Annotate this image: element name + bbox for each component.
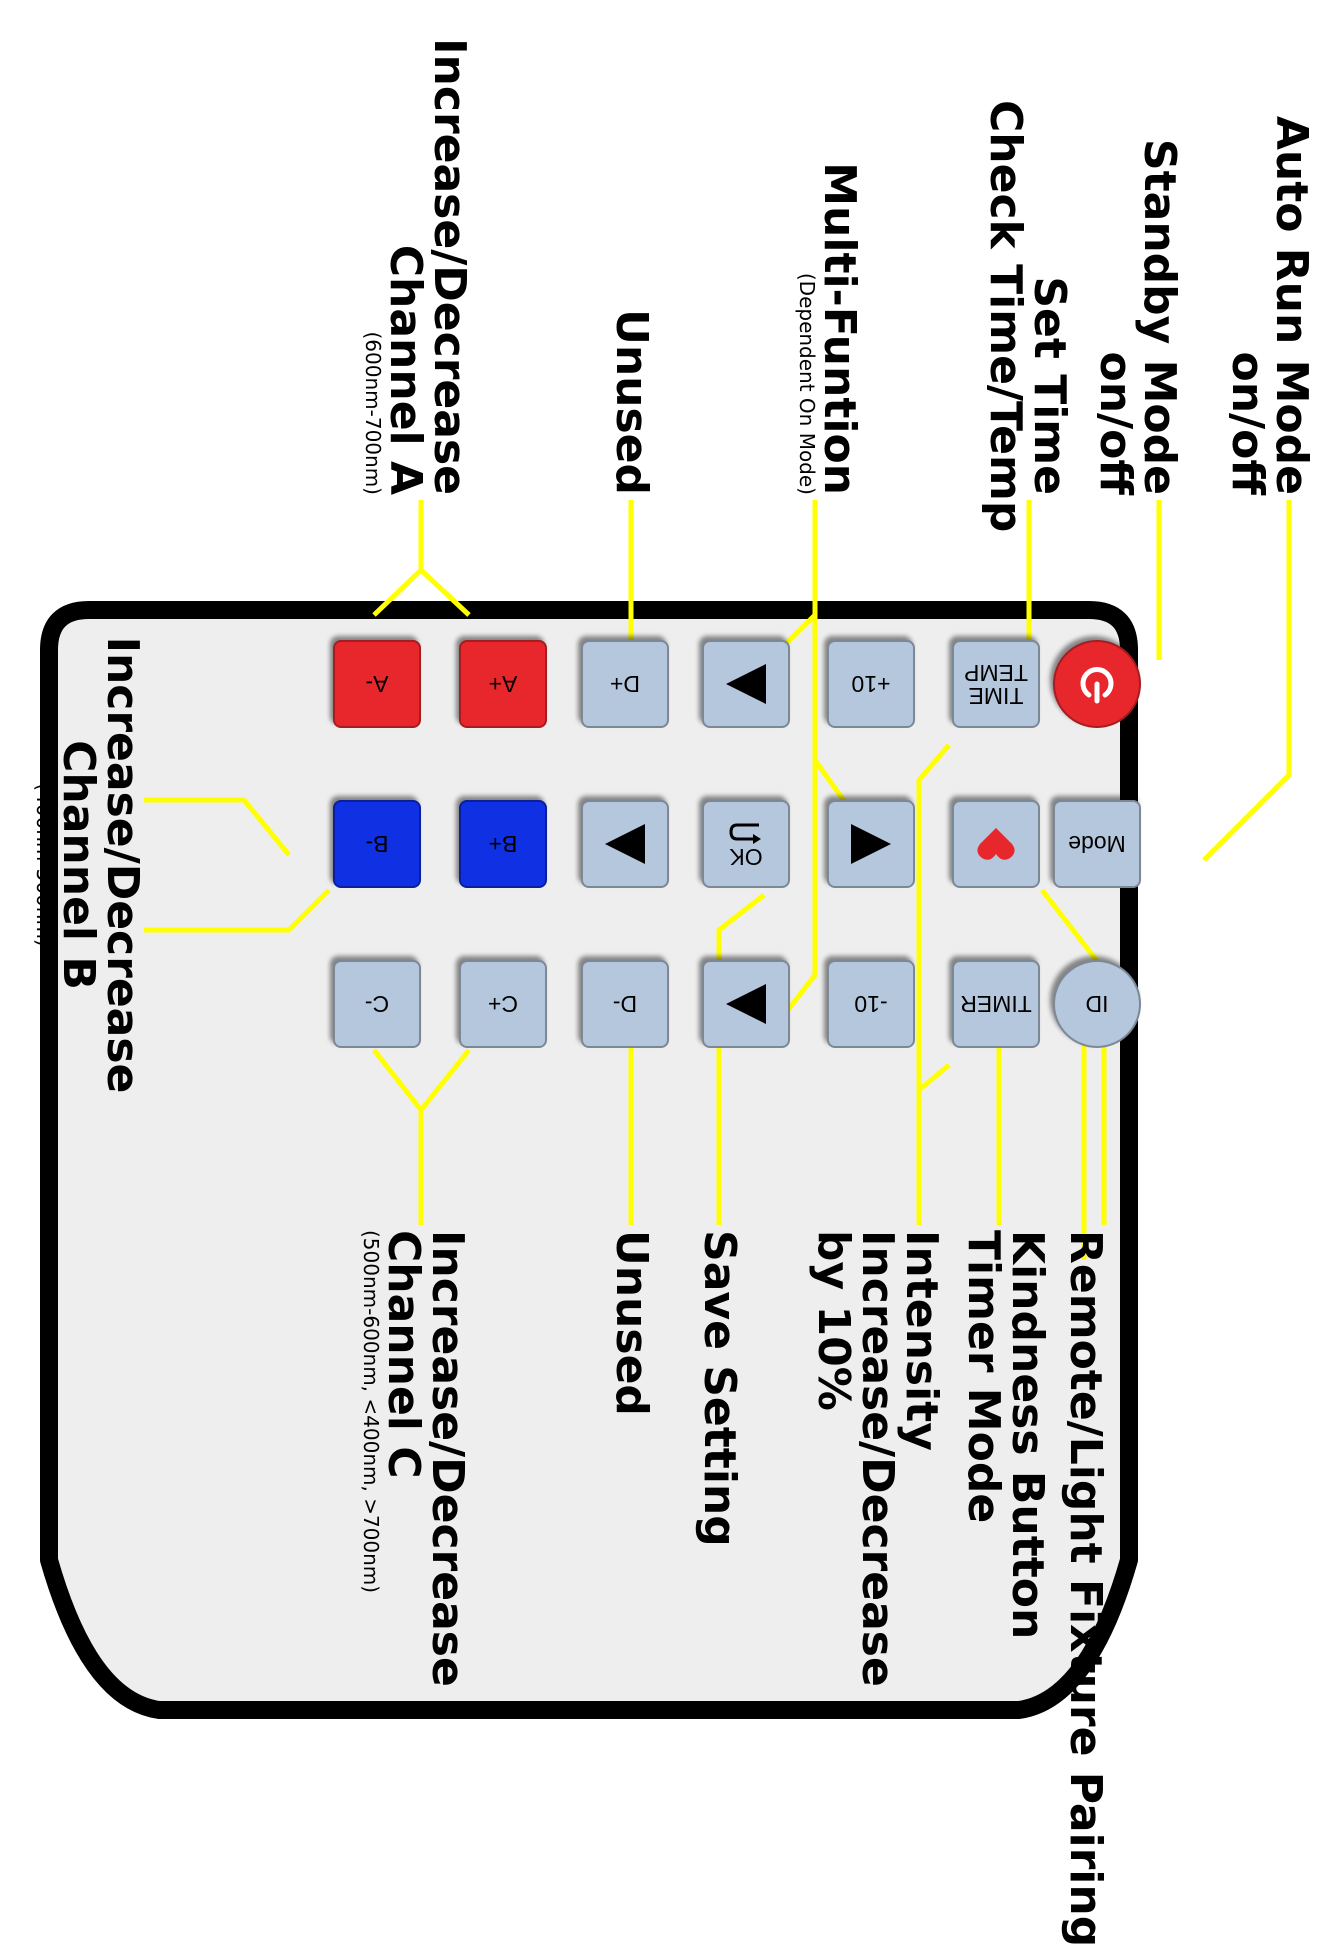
- c-minus-label: C-: [364, 991, 390, 1018]
- plus10-label: +10: [851, 671, 891, 698]
- down-arrow-button[interactable]: [702, 960, 790, 1048]
- auto-run-line2: on/off: [1222, 351, 1273, 496]
- intensity-line2: Increase/Decrease: [852, 1230, 903, 1687]
- a-plus-button[interactable]: A+: [459, 640, 547, 728]
- set-time-label: Set Time Check Time/Temp: [980, 100, 1075, 533]
- standby-line2: on/off: [1090, 351, 1141, 496]
- c-plus-button[interactable]: C+: [459, 960, 547, 1048]
- set-time-line2: Check Time/Temp: [980, 100, 1031, 533]
- channel-b-label: Increase/Decrease Channel B: [53, 610, 148, 1120]
- right-arrow-button[interactable]: [827, 800, 915, 888]
- standby-label: Standby Mode on/off: [1090, 100, 1185, 496]
- d-minus-button[interactable]: D-: [581, 960, 669, 1048]
- heart-icon: [977, 828, 1015, 860]
- connector-channel-a: [418, 500, 471, 617]
- arrow-left-icon: [605, 824, 645, 864]
- c-plus-label: C+: [487, 991, 519, 1018]
- connector-channel-c-2: [372, 1048, 423, 1112]
- connector-channel-a-2: [372, 568, 423, 617]
- unused-bottom-text: Unused: [606, 1230, 657, 1416]
- a-plus-label: A+: [488, 671, 518, 698]
- kindness-text: Kindness Button: [1002, 1230, 1053, 1640]
- auto-run-label: Auto Run Mode on/off: [1222, 100, 1317, 496]
- c-minus-button[interactable]: C-: [333, 960, 421, 1048]
- temp-label: TEMP: [964, 660, 1028, 686]
- ok-label: OK: [729, 844, 763, 871]
- minus10-label: -10: [854, 991, 888, 1018]
- channel-c-line1: Increase/Decrease: [422, 1230, 473, 1687]
- pairing-label: Remote/Light Fixture Pairing: [1060, 1230, 1111, 1947]
- kindness-label: Kindness Button: [1002, 1230, 1053, 1930]
- mode-label: Mode: [1068, 831, 1126, 858]
- connector-multi-down: [782, 760, 818, 1017]
- intensity-line3: by 10%: [808, 1230, 859, 1411]
- connector-lines: [144, 500, 1292, 1260]
- channel-b-line2: Channel B: [53, 740, 104, 990]
- time-label: TIME: [968, 683, 1024, 709]
- a-minus-label: A-: [365, 671, 389, 698]
- connector-save: [716, 893, 766, 1225]
- arrow-down-icon: [726, 984, 766, 1024]
- power-icon: [1080, 667, 1114, 704]
- channel-b-note: (400nm-500nm): [32, 783, 56, 947]
- b-plus-label: B+: [488, 831, 518, 858]
- connector-intensity-2: [917, 1063, 951, 1092]
- channel-b-line1: Increase/Decrease: [97, 636, 148, 1094]
- multi-function-label: Multi-Funtion: [814, 100, 865, 495]
- timer-mode-text: Timer Mode: [958, 1230, 1009, 1524]
- up-arrow-button[interactable]: [702, 640, 790, 728]
- id-label: ID: [1085, 991, 1109, 1018]
- return-icon: [729, 824, 761, 845]
- connector-intensity: [916, 743, 951, 1225]
- d-plus-label: D+: [609, 671, 641, 698]
- plus10-button[interactable]: +10: [827, 640, 915, 728]
- multi-function-title: Multi-Funtion: [814, 162, 865, 495]
- d-minus-label: D-: [612, 991, 638, 1018]
- channel-c-note: (500nm-600nm, <400nm, >700nm): [359, 1230, 383, 1594]
- power-button[interactable]: [1053, 640, 1141, 728]
- channel-c-line2: Channel C: [378, 1230, 429, 1479]
- standby-line1: Standby Mode: [1134, 138, 1185, 495]
- connector-channel-b: [144, 797, 291, 857]
- a-minus-button[interactable]: A-: [333, 640, 421, 728]
- timer-label: TIMER: [960, 991, 1032, 1018]
- channel-a-line2: Channel A: [380, 244, 431, 495]
- connector-auto-run: [1202, 500, 1292, 862]
- unused-top-text: Unused: [606, 309, 657, 495]
- auto-run-line1: Auto Run Mode: [1266, 115, 1317, 495]
- channel-a-note: (600nm-700nm): [361, 331, 385, 496]
- b-minus-button[interactable]: B-: [333, 800, 421, 888]
- save-text: Save Setting: [694, 1230, 745, 1547]
- channel-a-line1: Increase/Decrease: [424, 38, 475, 495]
- time-temp-button[interactable]: TIME TEMP: [952, 640, 1040, 728]
- connector-channel-b-2: [144, 888, 331, 933]
- save-label: Save Setting: [694, 1230, 745, 1930]
- left-arrow-button[interactable]: [581, 800, 669, 888]
- intensity-label: Intensity Increase/Decrease by 10%: [808, 1230, 947, 1930]
- timer-button[interactable]: TIMER: [952, 960, 1040, 1048]
- arrow-right-icon: [851, 824, 891, 864]
- kindness-button[interactable]: [952, 800, 1040, 888]
- ok-button[interactable]: OK: [702, 800, 790, 888]
- b-minus-label: B-: [365, 831, 389, 858]
- channel-c-label: Increase/Decrease Channel C: [378, 1230, 473, 1930]
- set-time-line1: Set Time: [1024, 276, 1075, 495]
- b-plus-button[interactable]: B+: [459, 800, 547, 888]
- intensity-line1: Intensity: [896, 1230, 947, 1451]
- unused-top-label: Unused: [606, 100, 657, 495]
- timer-mode-label: Timer Mode: [958, 1230, 1009, 1930]
- mode-button[interactable]: Mode: [1053, 800, 1141, 888]
- minus10-button[interactable]: -10: [827, 960, 915, 1048]
- pairing-text: Remote/Light Fixture Pairing: [1060, 1230, 1111, 1947]
- id-button[interactable]: ID: [1053, 960, 1141, 1048]
- channel-a-label: Increase/Decrease Channel A: [380, 0, 475, 495]
- multi-function-note: (Dependent On Mode): [795, 272, 819, 495]
- arrow-up-icon: [726, 664, 766, 704]
- d-plus-button[interactable]: D+: [581, 640, 669, 728]
- unused-bottom-label: Unused: [606, 1230, 657, 1930]
